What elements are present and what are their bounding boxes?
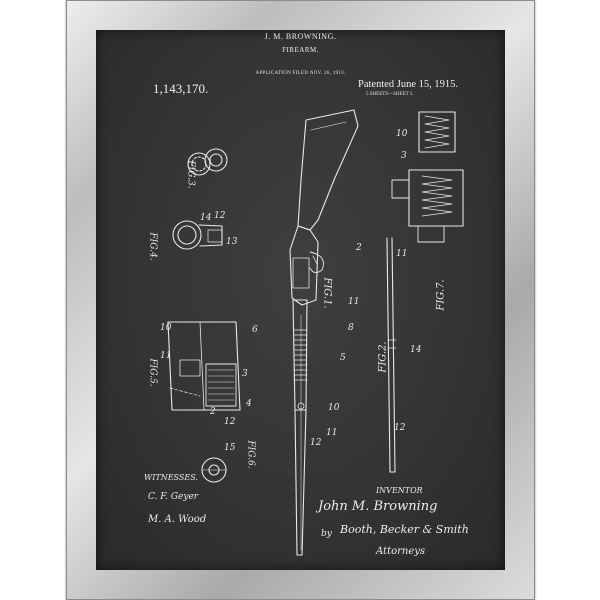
svg-text:11: 11 (160, 351, 171, 361)
patented-date: Patented June 15, 1915. (358, 79, 459, 90)
svg-text:12: 12 (224, 417, 236, 427)
witness-2-signature: M. A. Wood (148, 514, 207, 525)
inventor-signature: John M. Browning (318, 499, 438, 514)
fig1-label: FIG.1. (321, 277, 333, 309)
svg-text:4: 4 (245, 399, 252, 409)
svg-text:10: 10 (396, 129, 408, 139)
svg-text:10: 10 (328, 403, 340, 413)
svg-text:2: 2 (209, 407, 216, 417)
svg-text:11: 11 (396, 249, 407, 259)
fig6-label: FIG.6. (245, 440, 256, 469)
patent-title: FIREARM. (282, 46, 319, 54)
svg-text:11: 11 (326, 428, 337, 438)
svg-text:5: 5 (340, 353, 346, 363)
svg-text:11: 11 (348, 297, 359, 307)
fig4-label: FIG.4. (147, 232, 158, 261)
svg-text:3: 3 (401, 151, 407, 161)
patent-artwork: J. M. BROWNING. FIREARM. APPLICATION FIL… (96, 30, 505, 570)
svg-text:12: 12 (394, 423, 406, 433)
attorney-prefix: by (321, 529, 332, 539)
svg-text:15: 15 (224, 443, 236, 453)
attorney-signature: Booth, Becker & Smith (340, 523, 469, 536)
svg-text:13: 13 (226, 237, 238, 247)
svg-text:12: 12 (214, 211, 226, 221)
fig2-rod (386, 237, 397, 473)
svg-text:14: 14 (200, 213, 212, 223)
svg-text:6: 6 (252, 325, 258, 335)
svg-text:14: 14 (410, 345, 422, 355)
svg-text:2: 2 (355, 243, 362, 253)
witnesses-label: WITNESSES. (144, 473, 198, 482)
inventor-name-heading: J. M. BROWNING. (264, 32, 337, 41)
fig5-label: FIG.5. (147, 358, 158, 387)
application-filed-date: APPLICATION FILED NOV. 26, 1913. (255, 71, 346, 76)
patent-number: 1,143,170. (153, 81, 209, 96)
inventor-label: INVENTOR (376, 486, 423, 495)
fig2-label: FIG.2. (377, 341, 389, 373)
fig7-magazine-tube (391, 111, 464, 243)
rifle-drawing (289, 109, 359, 556)
fig6-detail (201, 457, 227, 483)
svg-text:12: 12 (310, 438, 322, 448)
svg-text:8: 8 (348, 323, 354, 333)
fig7-label: FIG.7. (435, 279, 447, 311)
svg-text:3: 3 (242, 369, 248, 379)
fig3-label: FIG.3. (185, 160, 196, 189)
witness-1-signature: C. F. Geyer (148, 492, 199, 502)
fig5-receiver-detail (167, 321, 241, 411)
sheet-count: 5 SHEETS—SHEET 1. (366, 92, 414, 97)
attorneys-label: Attorneys (376, 546, 426, 557)
svg-text:10: 10 (160, 323, 172, 333)
fig3-fig4-rings (172, 148, 228, 250)
